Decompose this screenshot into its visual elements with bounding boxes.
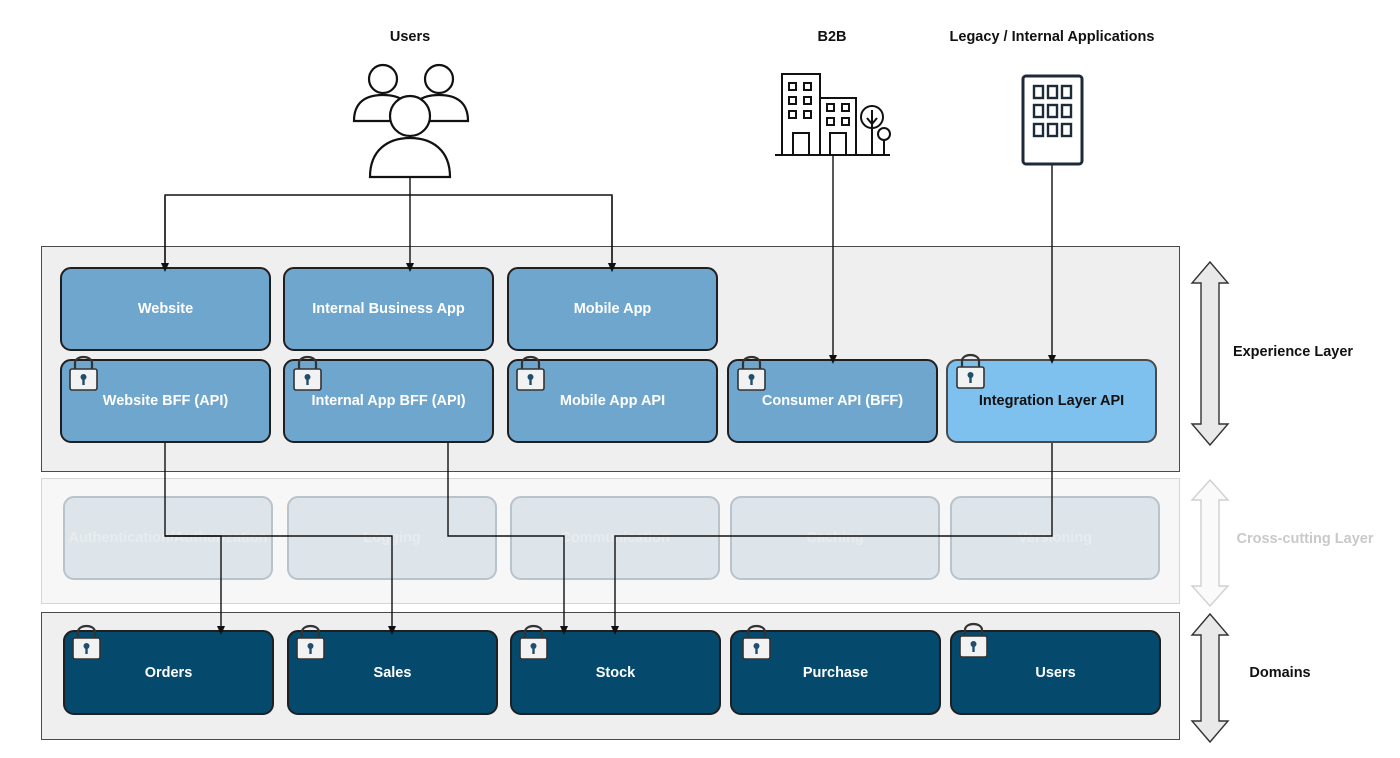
domain-purchase-box: Purchase bbox=[730, 630, 941, 715]
domains-layer-arrow-icon bbox=[1190, 612, 1230, 744]
cross-cutting-communication: Communication bbox=[510, 496, 720, 580]
website-label: Website bbox=[137, 301, 194, 317]
mobile-app-box: Mobile App bbox=[507, 267, 718, 351]
domain-users-box: Users bbox=[950, 630, 1161, 715]
cross-cutting-label: Authentication/Authorization bbox=[68, 530, 268, 546]
mobile-app-api-label: Mobile App API bbox=[559, 393, 666, 409]
website-bff-label: Website BFF (API) bbox=[102, 393, 229, 409]
domain-label: Stock bbox=[595, 664, 636, 681]
mobile-app-api-box: Mobile App API bbox=[507, 359, 718, 443]
users-actor-label: Users bbox=[389, 29, 431, 45]
experience-layer-label: Experience Layer bbox=[1232, 344, 1354, 360]
internal-app-bff-box: Internal App BFF (API) bbox=[283, 359, 494, 443]
domain-label: Users bbox=[1035, 664, 1076, 681]
cross-cutting-label: Communication bbox=[560, 530, 670, 546]
mobile-app-label: Mobile App bbox=[573, 301, 652, 317]
cross-cutting-caching: Caching bbox=[730, 496, 940, 580]
cross-cutting-layer-label: Cross-cutting Layer bbox=[1236, 531, 1374, 547]
integration-layer-api-label: Integration Layer API bbox=[978, 393, 1125, 409]
b2b-actor-label: B2B bbox=[817, 29, 847, 45]
internal-business-app-label: Internal Business App bbox=[312, 301, 465, 317]
integration-layer-api-box: Integration Layer API bbox=[946, 359, 1157, 443]
domain-label: Orders bbox=[144, 664, 193, 681]
cross-cutting-label: Logging bbox=[363, 530, 421, 546]
domain-stock-box: Stock bbox=[510, 630, 721, 715]
domain-orders-box: Orders bbox=[63, 630, 274, 715]
internal-business-app-box: Internal Business App bbox=[283, 267, 494, 351]
cross-cutting-logging: Logging bbox=[287, 496, 497, 580]
b2b-buildings-icon bbox=[775, 73, 891, 156]
legacy-actor-label: Legacy / Internal Applications bbox=[949, 29, 1155, 45]
domain-sales-box: Sales bbox=[287, 630, 498, 715]
cross-cutting-label: Versioning bbox=[1017, 530, 1093, 546]
cross-cutting-versioning: Versioning bbox=[950, 496, 1160, 580]
legacy-building-windows bbox=[1032, 84, 1073, 138]
legacy-building-icon bbox=[1021, 74, 1084, 166]
domains-layer-label: Domains bbox=[1249, 665, 1311, 681]
cross-cutting-layer-arrow-icon bbox=[1190, 478, 1230, 608]
cross-cutting-label: Caching bbox=[806, 530, 864, 546]
website-bff-box: Website BFF (API) bbox=[60, 359, 271, 443]
website-box: Website bbox=[60, 267, 271, 351]
consumer-api-label: Consumer API (BFF) bbox=[761, 393, 904, 409]
internal-app-bff-label: Internal App BFF (API) bbox=[311, 393, 466, 409]
users-group-icon bbox=[352, 63, 470, 179]
cross-cutting-auth: Authentication/Authorization bbox=[63, 496, 273, 580]
consumer-api-box: Consumer API (BFF) bbox=[727, 359, 938, 443]
domain-label: Purchase bbox=[802, 664, 869, 681]
domain-label: Sales bbox=[373, 664, 412, 681]
